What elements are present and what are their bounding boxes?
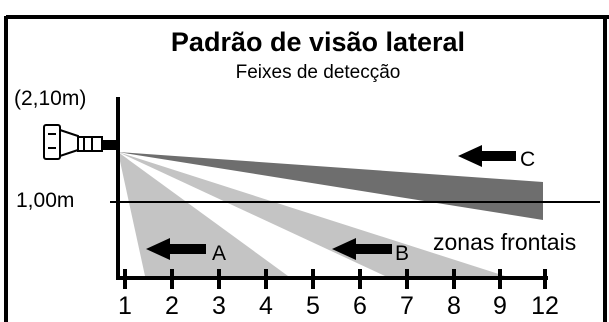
ground-tick-label: 3: [212, 292, 226, 320]
zones-label: zonas frontais: [433, 229, 576, 255]
height-label: (2,10m): [14, 87, 86, 110]
arrow-c-icon: [458, 145, 516, 167]
diagram-subtitle: Feixes de detecção: [236, 62, 401, 83]
arrow-b-icon: [332, 238, 392, 260]
ground-tick-label: 12: [531, 292, 559, 320]
arrow-a-icon: [146, 238, 206, 260]
beam-b: [118, 152, 505, 276]
ground-tick-label: 9: [493, 292, 507, 320]
diagram-title: Padrão de visão lateral: [171, 27, 465, 57]
ground-tick-label: 6: [353, 292, 367, 320]
beam-c-label: C: [520, 148, 535, 171]
sensor-icon: [43, 124, 117, 160]
ground-tick-label: 4: [259, 292, 273, 320]
ground-tick-label: 5: [306, 292, 320, 320]
midline-label: 1,00m: [16, 189, 74, 212]
ground-tick-label: 2: [165, 292, 179, 320]
ground-tick-label: 1: [118, 292, 132, 320]
ground-tick-label: 7: [400, 292, 414, 320]
beam-a-label: A: [212, 242, 226, 265]
beam-b-label: B: [395, 242, 409, 265]
ground-tick-label: 8: [447, 292, 461, 320]
